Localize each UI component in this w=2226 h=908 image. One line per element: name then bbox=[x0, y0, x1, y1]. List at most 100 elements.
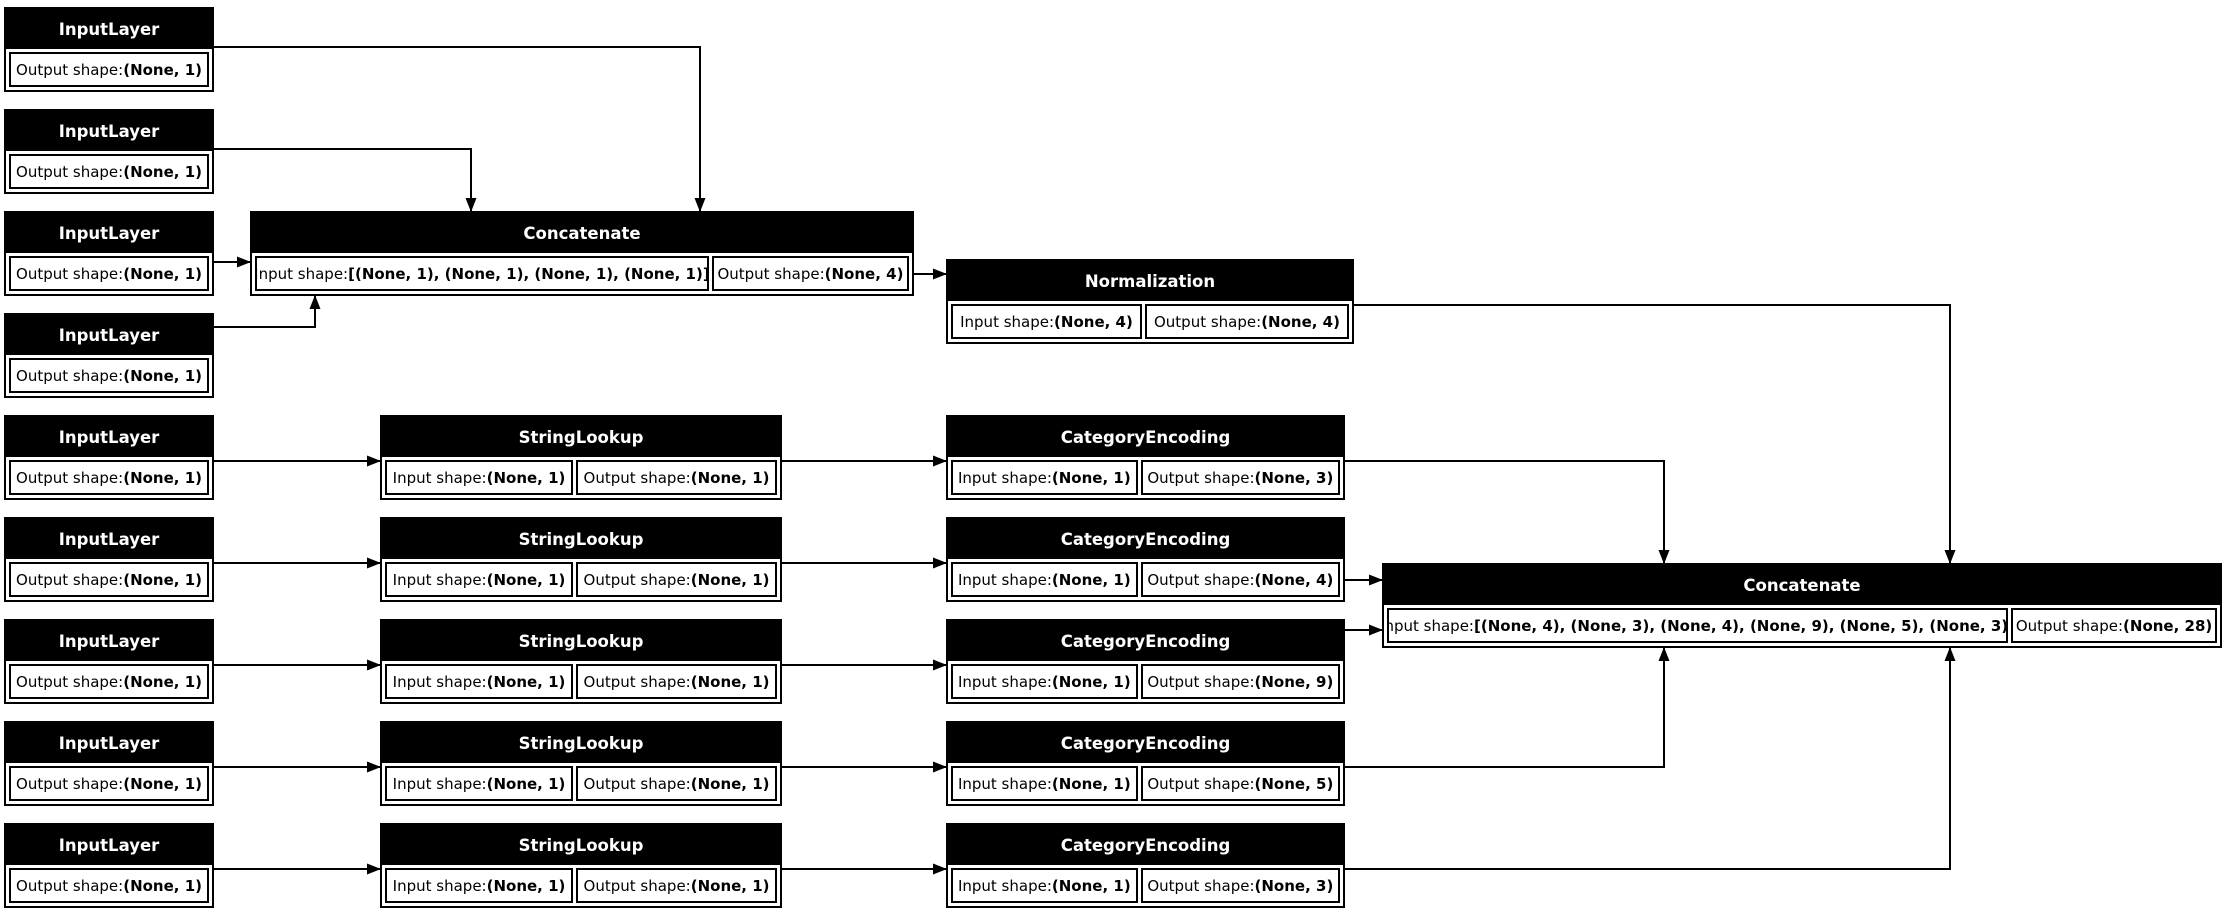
shape-cell-label: Input shape: bbox=[392, 672, 487, 691]
shape-cells: Output shape: (None, 1) bbox=[6, 865, 212, 906]
shape-cell: Output shape: (None, 1) bbox=[576, 664, 777, 699]
shape-cell-value: (None, 4) bbox=[1261, 312, 1340, 331]
shape-cell-value: (None, 1) bbox=[123, 60, 202, 79]
shape-cell: Output shape: (None, 4) bbox=[711, 256, 909, 291]
edge-input_4-to-concat_1 bbox=[214, 295, 321, 328]
shape-cell: Output shape: (None, 28) bbox=[2011, 608, 2217, 643]
shape-cells: Input shape: (None, 1)Output shape: (Non… bbox=[948, 763, 1343, 804]
shape-cell-label: Output shape: bbox=[2015, 616, 2124, 635]
shape-cell-label: Output shape: bbox=[16, 264, 124, 283]
shape-cell-value: (None, 1) bbox=[123, 570, 202, 589]
shape-cell-value: (None, 1) bbox=[123, 366, 202, 385]
shape-cells: Output shape: (None, 1) bbox=[6, 355, 212, 396]
shape-cells: Input shape: [(None, 1), (None, 1), (Non… bbox=[252, 253, 912, 294]
shape-cell-label: Output shape: bbox=[1153, 312, 1262, 331]
shape-cell: Output shape: (None, 3) bbox=[1140, 460, 1340, 495]
shape-cells: Input shape: (None, 1)Output shape: (Non… bbox=[948, 457, 1343, 498]
shape-cell-label: Output shape: bbox=[16, 876, 124, 895]
shape-cell: Output shape: (None, 4) bbox=[1140, 562, 1340, 597]
layer-type-label: Normalization bbox=[948, 261, 1352, 301]
shape-cell: Output shape: (None, 1) bbox=[9, 664, 209, 699]
shape-cell-value: (None, 1) bbox=[123, 264, 202, 283]
shape-cell-value: (None, 1) bbox=[486, 774, 566, 793]
shape-cells: Input shape: (None, 1) Output shape: (Non… bbox=[382, 457, 780, 498]
shape-cell: Input shape: (None, 1) bbox=[385, 460, 574, 495]
edge-normalization-to-concat_2 bbox=[1354, 304, 1956, 564]
shape-cell-value: (None, 1) bbox=[486, 468, 566, 487]
shape-cell-value: (None, 1) bbox=[1051, 570, 1131, 589]
shape-cell: Input shape: (None, 1) bbox=[385, 562, 574, 597]
shape-cell-value: (None, 4) bbox=[1054, 312, 1133, 331]
shape-cells: Output shape: (None, 1) bbox=[6, 49, 212, 90]
edge-input_1-to-concat_1 bbox=[214, 46, 706, 212]
shape-cells: Input shape: (None, 1) Output shape: (Non… bbox=[948, 661, 1343, 702]
shape-cell-value: (None, 4) bbox=[824, 264, 904, 283]
shape-cells: Input shape: (None, 1)Output shape: (Non… bbox=[948, 559, 1343, 600]
layer-type-label: StringLookup bbox=[382, 723, 780, 763]
shape-cell-value: (None, 1) bbox=[1051, 672, 1131, 691]
shape-cell: Output shape: (None, 1) bbox=[9, 154, 209, 189]
shape-cell-value: (None, 1) bbox=[1051, 876, 1131, 895]
layer-type-label: InputLayer bbox=[6, 9, 212, 49]
shape-cell-value: (None, 1) bbox=[486, 672, 566, 691]
shape-cell-label: Output shape: bbox=[583, 570, 691, 589]
shape-cells: Output shape: (None, 1) bbox=[6, 151, 212, 192]
shape-cell: Input shape: (None, 1) bbox=[385, 766, 574, 801]
shape-cell: Output shape: (None, 1) bbox=[576, 766, 777, 801]
edge-input_2-to-concat_1 bbox=[214, 148, 477, 212]
layer-type-label: InputLayer bbox=[6, 111, 212, 151]
shape-cell-label: Output shape: bbox=[717, 264, 825, 283]
layer-type-label: InputLayer bbox=[6, 315, 212, 355]
layer-type-label: Concatenate bbox=[252, 213, 912, 253]
layer-type-label: InputLayer bbox=[6, 519, 212, 559]
shape-cell-label: Output shape: bbox=[16, 672, 124, 691]
edge-catenc_5-to-concat_2 bbox=[1345, 647, 1956, 870]
shape-cell-label: Output shape: bbox=[16, 774, 124, 793]
layer-type-label: CategoryEncoding bbox=[948, 519, 1343, 559]
shape-cell-label: Input shape: bbox=[392, 570, 487, 589]
shape-cell: Input shape: [(None, 1), (None, 1), (Non… bbox=[255, 256, 709, 291]
shape-cell-label: Input shape: bbox=[957, 876, 1052, 895]
shape-cell-label: Output shape: bbox=[583, 672, 691, 691]
layer-type-label: InputLayer bbox=[6, 417, 212, 457]
shape-cell: Output shape: (None, 1) bbox=[576, 562, 777, 597]
layer-type-label: InputLayer bbox=[6, 825, 212, 865]
shape-cell: Output shape: (None, 1) bbox=[9, 868, 209, 903]
shape-cells: Output shape: (None, 1) bbox=[6, 559, 212, 600]
shape-cell-value: (None, 1) bbox=[690, 468, 770, 487]
shape-cell: Output shape: (None, 3) bbox=[1140, 868, 1340, 903]
shape-cell-value: [(None, 4), (None, 3), (None, 4), (None,… bbox=[1474, 616, 2009, 635]
shape-cell-value: (None, 1) bbox=[690, 570, 770, 589]
shape-cell-label: Output shape: bbox=[583, 774, 691, 793]
shape-cells: Input shape: (None, 1) Output shape: (Non… bbox=[382, 661, 780, 702]
shape-cell-label: Input shape: bbox=[392, 774, 487, 793]
shape-cell-label: Input shape: bbox=[957, 468, 1052, 487]
shape-cell: Input shape: (None, 1) bbox=[951, 562, 1138, 597]
shape-cell-label: Output shape: bbox=[583, 468, 691, 487]
edge-catenc_4-to-concat_2 bbox=[1345, 647, 1670, 768]
shape-cell-value: (None, 5) bbox=[1254, 774, 1334, 793]
shape-cell-label: Output shape: bbox=[1147, 468, 1255, 487]
shape-cell-label: Input shape: bbox=[255, 264, 349, 283]
shape-cells: Input shape: (None, 1)Output shape: (Non… bbox=[382, 559, 780, 600]
shape-cell-value: (None, 1) bbox=[1051, 774, 1131, 793]
shape-cell: Output shape: (None, 9) bbox=[1140, 664, 1340, 699]
shape-cell-value: (None, 3) bbox=[1254, 468, 1334, 487]
shape-cell: Output shape: (None, 1) bbox=[9, 52, 209, 87]
shape-cell-label: Input shape: bbox=[957, 672, 1052, 691]
shape-cell-value: (None, 9) bbox=[1254, 672, 1334, 691]
shape-cells: Output shape: (None, 1) bbox=[6, 253, 212, 294]
shape-cell-label: Output shape: bbox=[16, 468, 124, 487]
